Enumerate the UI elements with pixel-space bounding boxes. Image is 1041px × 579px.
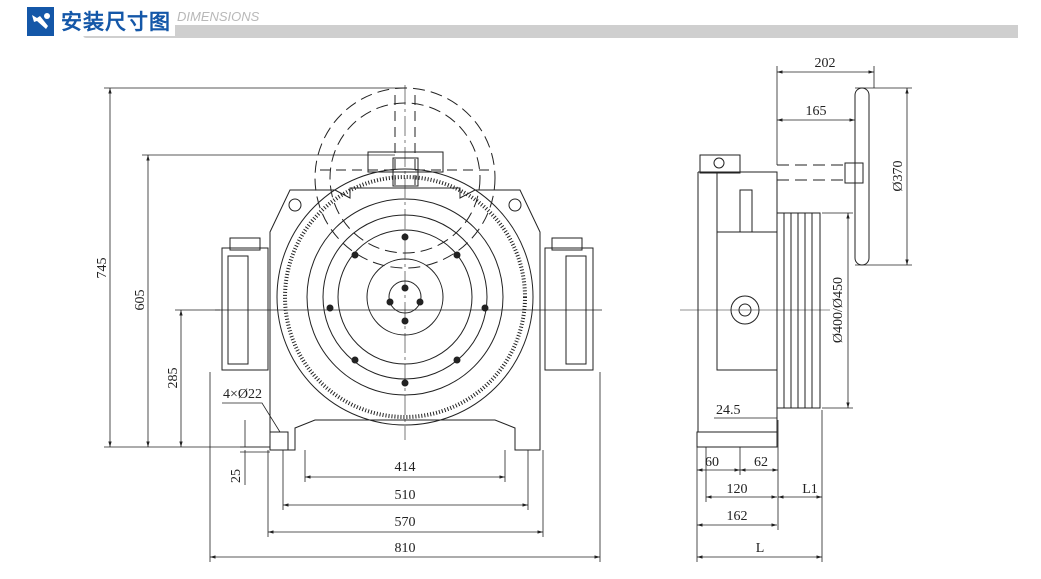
dim-L: L <box>756 541 765 556</box>
header-bar <box>83 25 1018 38</box>
dim-62: 62 <box>754 455 768 470</box>
dim-d370: Ø370 <box>891 160 906 191</box>
wrench-tools-icon <box>27 7 54 36</box>
side-view <box>680 87 870 448</box>
section-title: 安装尺寸图 <box>61 6 175 36</box>
dim-414: 414 <box>395 460 416 475</box>
dim-165: 165 <box>806 104 827 119</box>
dim-285: 285 <box>166 368 181 389</box>
dim-24-5: 24.5 <box>716 403 741 418</box>
side-dimensions <box>696 66 912 562</box>
dim-162: 162 <box>727 509 748 524</box>
dim-holes: 4×Ø22 <box>223 387 262 402</box>
dim-570: 570 <box>395 515 416 530</box>
dim-25: 25 <box>229 469 244 483</box>
dim-202: 202 <box>815 56 836 71</box>
dim-L1: L1 <box>802 482 818 497</box>
dim-605: 605 <box>133 290 148 311</box>
dim-745: 745 <box>95 258 110 279</box>
dim-810: 810 <box>395 541 416 556</box>
dim-120: 120 <box>727 482 748 497</box>
front-dimensions <box>104 87 601 562</box>
dim-510: 510 <box>395 488 416 503</box>
dim-d400-450: Ø400/Ø450 <box>831 277 846 343</box>
dim-60: 60 <box>705 455 719 470</box>
section-subtitle: DIMENSIONS <box>177 9 260 24</box>
front-view <box>215 85 602 451</box>
